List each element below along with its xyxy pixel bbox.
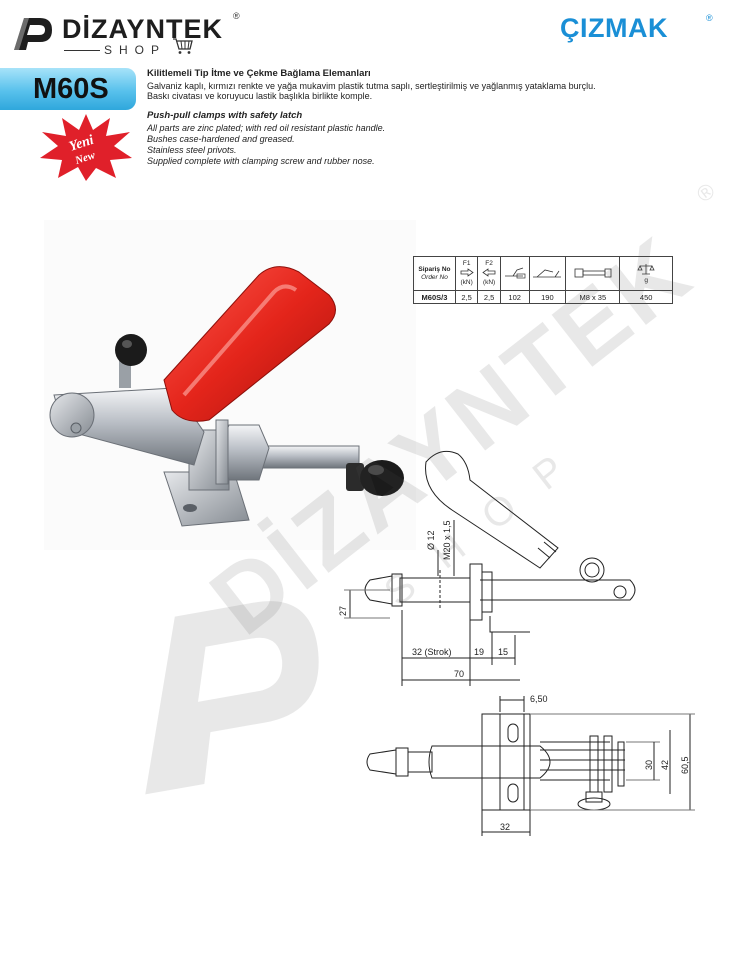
brand-registered-mark: ®	[233, 11, 240, 21]
dim-stroke: 32 (Strok)	[412, 647, 452, 657]
description-title-en: Push-pull clamps with safety latch	[147, 110, 303, 121]
header-clamp-angle	[499, 256, 530, 291]
cell-col4: 190	[528, 290, 567, 304]
brand-shop: SHOP	[104, 43, 167, 57]
description-line-en: All parts are zinc plated; with red oil …	[147, 123, 386, 133]
shopping-cart-icon	[173, 38, 193, 54]
dim-32-bottom: 32	[500, 822, 510, 832]
screw-icon	[574, 268, 612, 277]
header-weight-unit: g	[644, 276, 648, 284]
header-f2: F2 (kN)	[477, 256, 501, 291]
header-screw	[565, 256, 621, 291]
header-f2-unit: (kN)	[482, 279, 496, 286]
header-f2-label: F2	[485, 260, 493, 267]
description-line-en: Stainless steel privots.	[147, 145, 237, 155]
arrow-left-icon	[482, 268, 496, 277]
model-code: M60S	[33, 73, 109, 105]
top-view-drawing: 6,50 30 42 60,5 32	[366, 694, 695, 836]
shop-divider	[64, 50, 100, 51]
product-photo	[49, 266, 404, 527]
description-title-tr: Kilitlemeli Tip İtme ve Çekme Bağlama El…	[147, 68, 371, 79]
dim-30: 30	[644, 760, 654, 770]
header-f1-unit: (kN)	[460, 279, 473, 286]
opening-angle-icon	[533, 269, 562, 277]
brand-name: DİZAYNTEK	[62, 14, 224, 44]
dim-6-50: 6,50	[530, 694, 548, 704]
scale-icon	[637, 263, 655, 274]
table-row: M60S/3 2,5 2,5 102 190 M8 x 35 450	[413, 290, 673, 304]
header-order-tr: Sipariş No	[418, 265, 451, 273]
dim-total-70: 70	[454, 669, 464, 679]
header-f1-label: F1	[462, 260, 471, 267]
watermark-reg: ®	[692, 178, 720, 208]
header-order-no: Sipariş No Order No	[413, 256, 456, 291]
partner-registered-mark: ®	[706, 13, 713, 23]
cell-screw: M8 x 35	[565, 290, 621, 304]
header-weight: g	[619, 256, 673, 291]
arrow-right-icon	[460, 268, 474, 277]
dim-thread: M20 x 1,5	[442, 520, 452, 560]
spec-table: Sipariş No Order No F1 (kN) F2 (kN) g M6…	[413, 256, 673, 304]
dim-42: 42	[660, 760, 670, 770]
cell-f2: 2,5	[477, 290, 501, 304]
model-band	[0, 68, 136, 110]
spec-table-header-row: Sipariş No Order No F1 (kN) F2 (kN) g	[413, 256, 673, 291]
new-starburst-badge: Yeni New	[40, 114, 132, 181]
dim-19: 19	[474, 647, 484, 657]
cell-weight: 450	[619, 290, 673, 304]
cell-order-no: M60S/3	[413, 290, 456, 304]
side-view-drawing: Ø 12 M20 x 1,5 27 32 (Strok) 19 15 70	[338, 450, 636, 686]
header-order-en: Order No	[421, 273, 448, 281]
partner-logo: ÇIZMAK	[560, 13, 668, 43]
dim-15: 15	[498, 647, 508, 657]
clamp-angle-icon	[504, 267, 526, 278]
watermark-logo-icon	[145, 601, 319, 795]
dizayntek-logo-icon	[14, 18, 52, 50]
cell-col3: 102	[499, 290, 530, 304]
description-line-en: Supplied complete with clamping screw an…	[147, 156, 375, 166]
description-line-en: Bushes case-hardened and greased.	[147, 134, 295, 144]
dim-60-5: 60,5	[680, 756, 690, 774]
dim-diameter: Ø 12	[426, 530, 436, 550]
header-f1: F1 (kN)	[454, 256, 479, 291]
header-opening-angle	[528, 256, 567, 291]
description-line-tr: Galvaniz kaplı, kırmızı renkte ve yağa m…	[147, 81, 596, 91]
dim-height-27: 27	[338, 606, 348, 616]
badge-word-tr: Yeni	[67, 133, 95, 155]
description-line-tr: Baskı civatası ve koruyucu lastik başlık…	[147, 91, 373, 101]
cell-f1: 2,5	[454, 290, 479, 304]
